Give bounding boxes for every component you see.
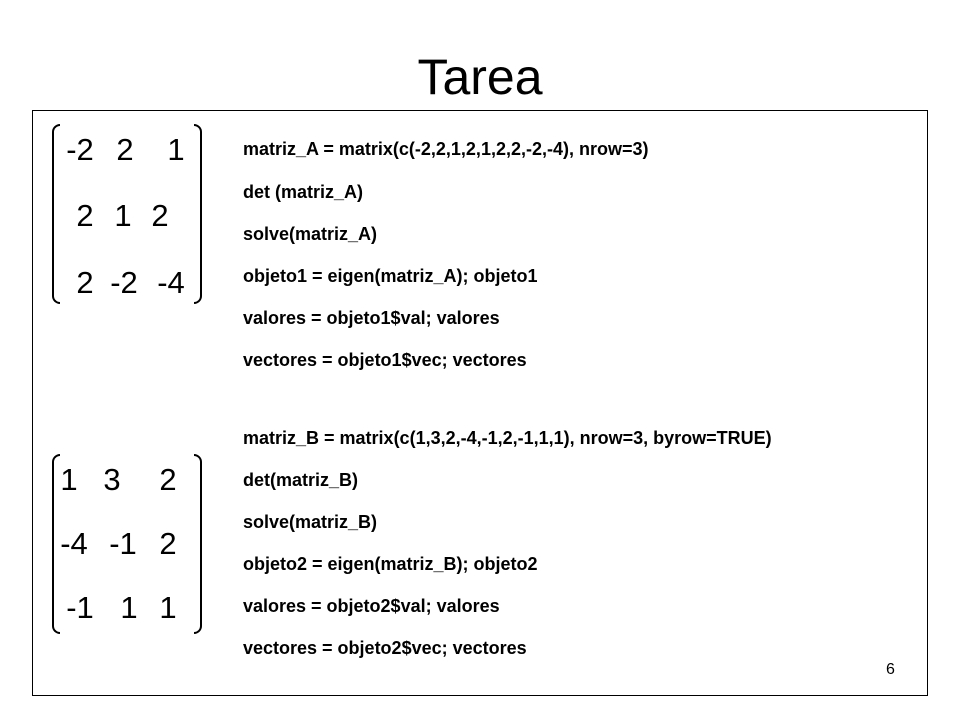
code-b-line-1: matriz_B = matrix(c(1,3,2,-4,-1,2,-1,1,1… (243, 428, 772, 448)
matrix-b-cell-1-2: 3 (103, 462, 121, 497)
code-b-line-4: objeto2 = eigen(matriz_B); objeto2 (243, 554, 538, 574)
matrix-a-row-1: -2 2 1 (52, 130, 202, 170)
matrix-b-cell-3-1: -1 (66, 590, 94, 625)
content-frame (32, 110, 928, 696)
matrix-a-cell-3-2: -2 (110, 265, 138, 300)
matrix-b-row-2: -4 -1 2 (52, 524, 202, 564)
matrix-b-cell-2-1: -4 (60, 526, 88, 561)
matrix-a-cell-1-1: -2 (66, 132, 94, 167)
code-a-line-3: solve(matriz_A) (243, 224, 378, 244)
code-b-line-2: det(matriz_B) (243, 470, 359, 490)
matrix-b-row-1: 1 3 2 (52, 460, 202, 500)
code-a-line-2: det (matriz_A) (243, 182, 364, 202)
matrix-a-cell-2-1: 2 (76, 198, 94, 233)
matrix-a-row-2: 2 1 2 (52, 196, 202, 236)
matrix-b-row-3: -1 1 1 (52, 588, 202, 628)
matrix-a-cell-3-3: -4 (157, 265, 185, 300)
code-a-line-1: matriz_A = matrix(c(-2,2,1,2,1,2,2,-2,-4… (243, 139, 649, 159)
matrix-b-cell-2-2: -1 (109, 526, 137, 561)
matrix-b-cell-3-3: 1 (159, 590, 177, 625)
matrix-b-cell-1-3: 2 (159, 462, 177, 497)
matrix-a-cell-1-2: 2 (116, 132, 134, 167)
matrix-b-cell-3-2: 1 (120, 590, 138, 625)
code-b-line-6: vectores = objeto2$vec; vectores (243, 638, 527, 658)
matrix-a-row-3: 2 -2 -4 (52, 263, 202, 303)
matrix-a-cell-2-2: 1 (114, 198, 132, 233)
code-a-line-4: objeto1 = eigen(matriz_A); objeto1 (243, 266, 538, 286)
slide-title: Tarea (417, 49, 543, 105)
matrix-a-cell-2-3: 2 (151, 198, 169, 233)
code-b-line-3: solve(matriz_B) (243, 512, 378, 532)
matrix-a-cell-1-3: 1 (167, 132, 185, 167)
page-number: 6 (886, 661, 895, 678)
matrix-a: -2 2 1 2 1 2 2 -2 -4 (52, 124, 202, 304)
matrix-a-cell-3-1: 2 (76, 265, 94, 300)
matrix-b-cell-2-3: 2 (159, 526, 177, 561)
matrix-b-cell-1-1: 1 (60, 462, 78, 497)
matrix-b: 1 3 2 -4 -1 2 -1 1 1 (52, 454, 202, 634)
matrix-b-left-bracket (52, 454, 60, 634)
code-a-line-6: vectores = objeto1$vec; vectores (243, 350, 527, 370)
code-a-line-5: valores = objeto1$val; valores (243, 308, 500, 328)
matrix-a-left-bracket (52, 124, 60, 304)
code-b-line-5: valores = objeto2$val; valores (243, 596, 500, 616)
